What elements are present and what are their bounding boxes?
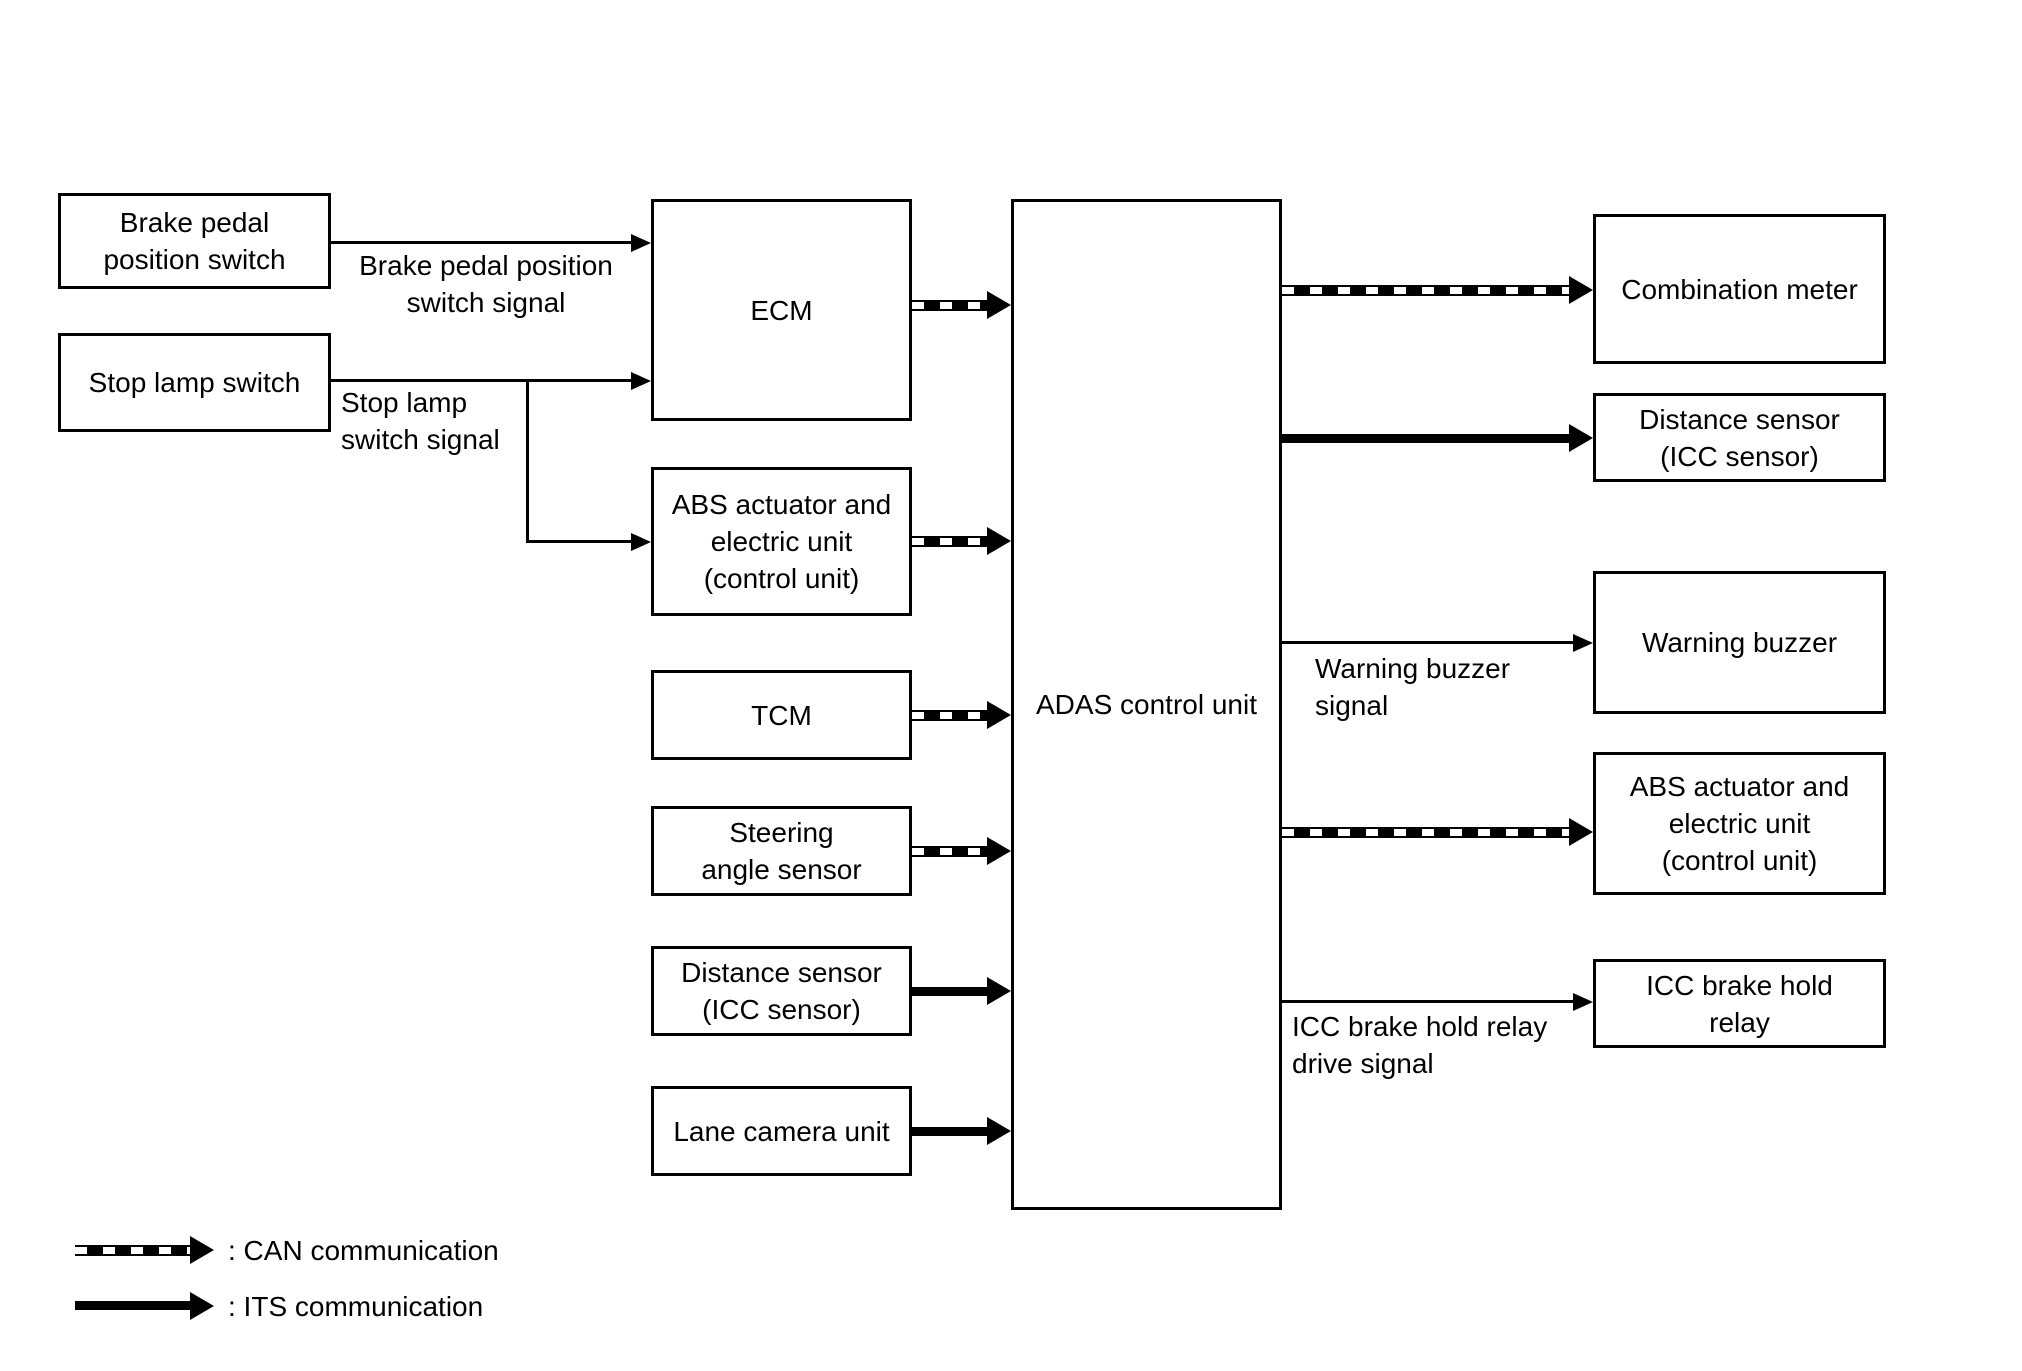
- label-warning-buzzer-signal: Warning buzzer signal: [1315, 650, 1510, 724]
- node-label: (ICC sensor): [1660, 440, 1819, 472]
- arrowhead-icon: [987, 701, 1011, 729]
- node-label: ABS actuator and: [671, 489, 892, 520]
- label-line: switch signal: [406, 287, 566, 318]
- edge-lane-camera-to-adas-its: [912, 1127, 987, 1136]
- node-combination-meter: Combination meter: [1593, 214, 1886, 364]
- arrowhead-icon: [1569, 424, 1593, 452]
- label-line: Stop lamp: [341, 387, 468, 418]
- node-abs-actuator-left: ABS actuator and electric unit (control …: [651, 467, 912, 616]
- node-label: ECM: [750, 294, 813, 326]
- node-label: position switch: [103, 244, 286, 275]
- node-label: ADAS control unit: [1036, 689, 1257, 720]
- node-label: Distance sensor: [1639, 403, 1840, 435]
- node-label: electric unit: [1668, 808, 1811, 839]
- node-label: (control unit): [1661, 845, 1818, 876]
- edge-abs-to-adas-can: [912, 536, 987, 547]
- arrowhead-icon: [190, 1292, 214, 1320]
- edge-steering-to-adas-can: [912, 846, 987, 857]
- arrowhead-icon: [1573, 634, 1593, 652]
- node-label: Brake pedal: [119, 207, 270, 238]
- arrowhead-icon: [190, 1236, 214, 1264]
- node-ecm: ECM: [651, 199, 912, 421]
- label-line: drive signal: [1292, 1048, 1434, 1079]
- edge-stop-lamp-branch-vertical: [526, 381, 529, 542]
- node-label: Lane camera unit: [673, 1115, 890, 1147]
- node-distance-sensor-left: Distance sensor (ICC sensor): [651, 946, 912, 1036]
- edge-stop-lamp-to-abs-line: [526, 540, 631, 543]
- label-brake-pedal-signal: Brake pedal position switch signal: [340, 247, 632, 321]
- node-label: ICC brake hold: [1646, 969, 1833, 1001]
- legend-its-label: : ITS communication: [228, 1291, 484, 1322]
- label-line: signal: [1315, 690, 1389, 721]
- label-line: switch signal: [341, 424, 500, 455]
- arrowhead-icon: [1569, 276, 1593, 304]
- node-label: Combination meter: [1621, 273, 1858, 305]
- edge-adas-to-combination-meter-can: [1282, 285, 1569, 296]
- node-label: electric unit: [710, 526, 853, 557]
- legend-can-arrow-icon: [75, 1245, 190, 1256]
- arrowhead-icon: [987, 837, 1011, 865]
- node-warning-buzzer: Warning buzzer: [1593, 571, 1886, 714]
- label-line: ICC brake hold relay: [1292, 1011, 1548, 1042]
- arrowhead-icon: [987, 527, 1011, 555]
- arrowhead-icon: [1573, 993, 1593, 1011]
- node-label: ABS actuator and: [1629, 771, 1850, 802]
- legend-its-arrow-icon: [75, 1301, 190, 1310]
- edge-ecm-to-adas-can: [912, 300, 987, 311]
- arrowhead-icon: [987, 977, 1011, 1005]
- node-label: angle sensor: [701, 854, 862, 885]
- node-label: (control unit): [703, 563, 860, 594]
- node-tcm: TCM: [651, 670, 912, 760]
- node-lane-camera-unit: Lane camera unit: [651, 1086, 912, 1176]
- edge-adas-to-abs-right-can: [1282, 827, 1569, 838]
- node-icc-brake-hold-relay: ICC brake hold relay: [1593, 959, 1886, 1048]
- arrowhead-icon: [631, 234, 651, 252]
- node-stop-lamp-switch: Stop lamp switch: [58, 333, 331, 432]
- edge-adas-to-distance-right-its: [1282, 434, 1569, 443]
- edge-adas-to-warning-buzzer-line: [1282, 641, 1573, 644]
- arrowhead-icon: [987, 1117, 1011, 1145]
- node-brake-pedal-position-switch: Brake pedal position switch: [58, 193, 331, 289]
- edge-adas-to-icc-relay-line: [1282, 1000, 1573, 1003]
- node-label: Steering: [729, 817, 834, 848]
- node-label: (ICC sensor): [702, 994, 861, 1025]
- label-stop-lamp-signal: Stop lamp switch signal: [341, 384, 500, 458]
- arrowhead-icon: [631, 372, 651, 390]
- node-label: Stop lamp switch: [88, 367, 301, 398]
- edge-brake-pedal-to-ecm-line: [331, 241, 631, 244]
- node-label: Distance sensor: [681, 957, 882, 988]
- edge-stop-lamp-to-ecm-line: [331, 379, 631, 382]
- node-label: relay: [1709, 1006, 1770, 1038]
- node-label: TCM: [751, 699, 812, 731]
- node-label: Warning buzzer: [1641, 627, 1838, 658]
- node-adas-control-unit: ADAS control unit: [1011, 199, 1282, 1210]
- label-line: Brake pedal position: [359, 250, 613, 281]
- arrowhead-icon: [987, 291, 1011, 319]
- arrowhead-icon: [1569, 818, 1593, 846]
- edge-distance-to-adas-its: [912, 987, 987, 996]
- node-steering-angle-sensor: Steering angle sensor: [651, 806, 912, 896]
- label-line: Warning buzzer: [1315, 653, 1511, 684]
- legend-can-label: : CAN communication: [228, 1235, 499, 1266]
- edge-tcm-to-adas-can: [912, 710, 987, 721]
- node-abs-actuator-right: ABS actuator and electric unit (control …: [1593, 752, 1886, 895]
- arrowhead-icon: [631, 533, 651, 551]
- label-icc-brake-hold-relay-signal: ICC brake hold relay drive signal: [1292, 1008, 1547, 1082]
- node-distance-sensor-right: Distance sensor (ICC sensor): [1593, 393, 1886, 482]
